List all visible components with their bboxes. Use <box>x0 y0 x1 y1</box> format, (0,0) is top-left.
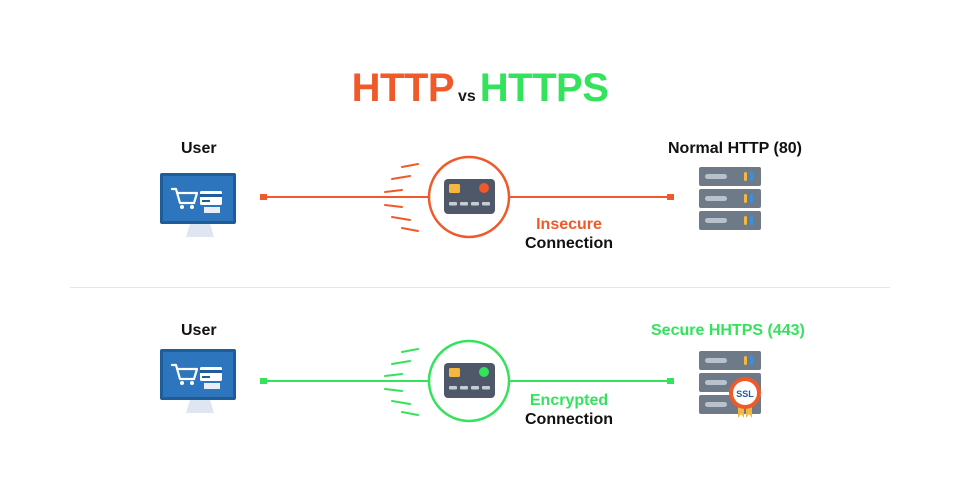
server-icon <box>699 167 761 230</box>
https-status-line2: Connection <box>525 411 613 428</box>
speed-lines-icon <box>384 163 419 232</box>
title-vs: vs <box>458 88 476 105</box>
https-user-label: User <box>181 322 217 339</box>
speed-lines-icon <box>384 348 419 416</box>
credit-card-icon <box>444 179 495 214</box>
monitor-cart-icon <box>160 173 236 237</box>
row-divider <box>70 287 890 288</box>
monitor-cart-icon <box>160 349 236 413</box>
http-status-line1: Insecure <box>536 216 602 233</box>
http-status-line2: Connection <box>525 235 613 252</box>
http-plug-left <box>260 194 267 200</box>
https-plug-left <box>260 378 267 384</box>
http-user-label: User <box>181 140 217 157</box>
http-plug-right <box>667 194 674 200</box>
ssl-badge-icon: SSL <box>729 377 761 418</box>
https-status-line1: Encrypted <box>529 392 609 409</box>
title-https: HTTPS <box>479 66 609 110</box>
ssl-badge-text: SSL <box>736 389 754 399</box>
http-server-label: Normal HTTP (80) <box>668 140 802 157</box>
credit-card-icon <box>444 363 495 398</box>
title-http: HTTP <box>351 66 455 110</box>
https-plug-right <box>667 378 674 384</box>
https-server-label: Secure HHTPS (443) <box>651 322 805 339</box>
